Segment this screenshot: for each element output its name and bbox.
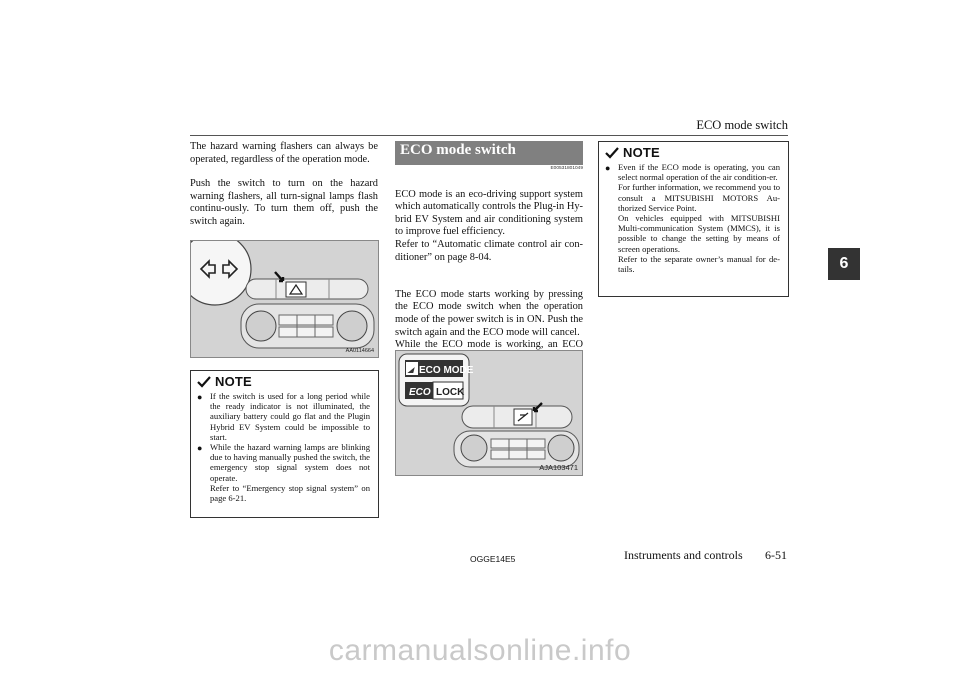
note-text: On vehicles equipped with MITSUBISHI Mul…: [618, 213, 780, 254]
page-number: 6-51: [765, 548, 787, 562]
note-box-left: NOTE ● If the switch is used for a long …: [190, 370, 379, 518]
figure-code: AJA103471: [539, 463, 578, 472]
bullet-icon: ●: [197, 443, 203, 454]
pointer-arrow-icon: [274, 271, 285, 283]
figure-code: AA0114664: [345, 348, 374, 354]
eco-lock-label: LOCK: [436, 387, 465, 398]
left-column-text: The hazard warning flashers can always b…: [190, 141, 378, 241]
note-item: ● Even if the ECO mode is operating, you…: [605, 162, 780, 274]
section-code: E00531801049: [550, 166, 583, 171]
note-header: NOTE: [191, 371, 378, 391]
pointer-arrow-icon: [532, 402, 543, 413]
note-header: NOTE: [599, 142, 788, 162]
hazard-switch-illustration: [191, 241, 375, 349]
paragraph-hazard-always: The hazard warning flashers can always b…: [190, 141, 378, 165]
turn-signal-arrows-icon: [199, 259, 239, 279]
note-title: NOTE: [215, 374, 252, 389]
eco-mode-badge: [405, 360, 463, 377]
check-icon: [197, 375, 211, 388]
note-body: ● If the switch is used for a long perio…: [191, 391, 378, 509]
note-body: ● Even if the ECO mode is operating, you…: [599, 162, 788, 280]
eco-switch-illustration: ◢ ECO MODE ECO LOCK: [398, 353, 580, 468]
eco-badge-icon: [406, 362, 418, 375]
section-title-bar: [395, 141, 583, 165]
bullet-icon: ●: [197, 392, 203, 402]
note-item: ● If the switch is used for a long perio…: [197, 391, 370, 442]
chapter-tab[interactable]: 6: [828, 248, 860, 280]
hazard-switch-figure: AA0114664: [190, 240, 379, 358]
header-rule: [190, 135, 788, 136]
footer-section-title: Instruments and controls: [624, 548, 743, 562]
eco-mode-label: ECO MODE: [419, 365, 474, 376]
eco-word-label: ECO: [409, 387, 431, 398]
note-text: Refer to “Emergency stop signal system” …: [210, 482, 370, 504]
note-box-right: NOTE ● Even if the ECO mode is operating…: [598, 141, 789, 297]
hazard-triangle-icon: [288, 283, 304, 295]
eco-switch-figure: ◢ ECO MODE ECO LOCK AJA103471: [395, 350, 583, 476]
paragraph-eco-intro: ECO mode is an eco-driving support syste…: [395, 188, 583, 263]
footer-code: OGGE14E5: [470, 554, 516, 564]
note-text: If the switch is used for a long period …: [210, 391, 370, 442]
note-item: ● While the hazard warning lamps are bli…: [197, 442, 370, 503]
note-text: Even if the ECO mode is operating, you c…: [618, 162, 780, 183]
paragraph-hazard-push: Push the switch to turn on the hazard wa…: [190, 178, 378, 227]
leaf-icon: [517, 412, 529, 422]
note-text: While the hazard warning lamps are blink…: [210, 442, 370, 483]
watermark[interactable]: carmanualsonline.info: [328, 634, 632, 667]
running-header-title: ECO mode switch: [696, 118, 788, 132]
check-icon: [605, 146, 619, 159]
note-text: Refer to the separate owner’s manual for…: [618, 253, 780, 275]
svg-text:◢: ◢: [407, 367, 415, 374]
note-text: For further information, we recommend yo…: [618, 182, 780, 213]
note-title: NOTE: [623, 145, 660, 160]
section-title: ECO mode switch: [400, 142, 516, 158]
bullet-icon: ●: [605, 163, 611, 173]
